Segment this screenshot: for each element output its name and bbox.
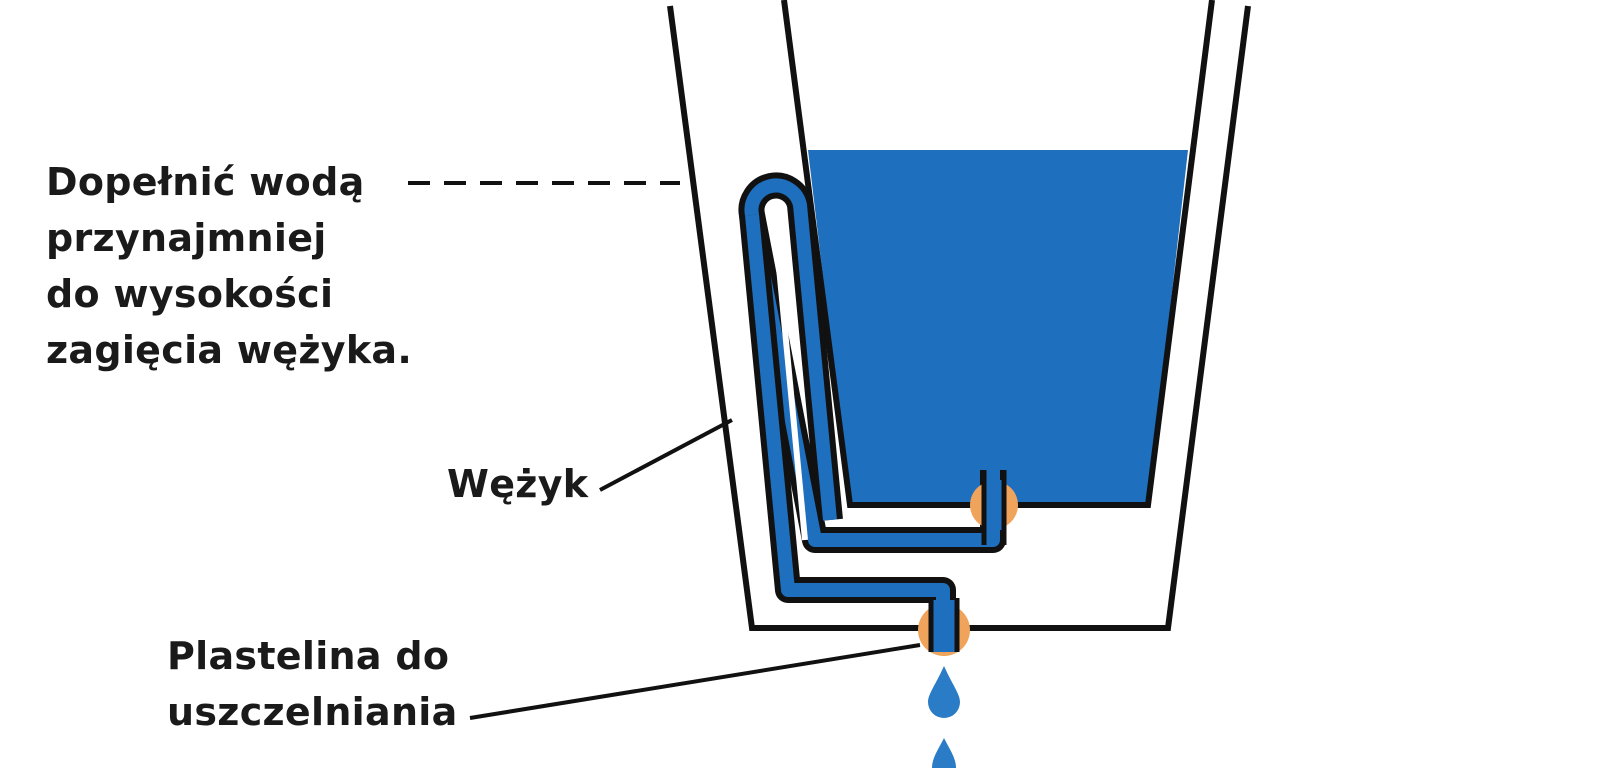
- fill-water-line-4: zagięcia wężyka.: [46, 328, 413, 372]
- water-drop-2: [932, 738, 956, 768]
- leader-tube: [599, 418, 733, 492]
- fill-water-line-3: do wysokości: [46, 272, 334, 316]
- inner-cup-water: [808, 150, 1188, 505]
- tube-inner-gap: [771, 214, 808, 541]
- fill-water-line-2: przynajmniej: [46, 216, 327, 260]
- fill-water-line-1: Dopełnić wodą: [46, 160, 365, 204]
- leader-plasticine: [469, 643, 921, 720]
- fill-water-label: Dopełnić wodą przynajmniej do wysokości …: [46, 154, 412, 378]
- plasticine-seal-lower: [918, 598, 970, 656]
- plasticine-line-2: uszczelniania: [167, 690, 458, 734]
- plasticine-line-1: Plastelina do: [167, 634, 450, 678]
- tube-label: Wężyk: [447, 462, 589, 506]
- tube: [738, 172, 1006, 553]
- water-drop-1: [928, 666, 960, 718]
- plasticine-label: Plastelina do uszczelniania: [167, 628, 458, 740]
- plasticine-seal-upper: [970, 478, 1018, 530]
